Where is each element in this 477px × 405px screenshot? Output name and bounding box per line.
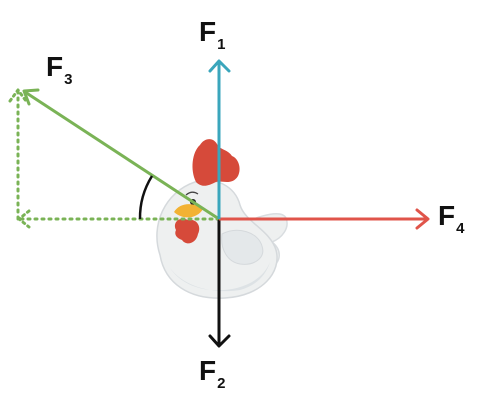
f4-label-subscript: 4 xyxy=(456,220,465,237)
f2-label: F2 xyxy=(199,355,225,392)
f3-arrow-line xyxy=(24,90,220,221)
f2-arrow xyxy=(208,219,231,348)
f3-vertical-component-head xyxy=(8,88,28,103)
f1-label: F1 xyxy=(199,16,225,53)
f1-arrow-head xyxy=(208,59,231,73)
f1-label-subscript: 1 xyxy=(217,36,226,53)
f2-label-subscript: 2 xyxy=(217,375,226,392)
f3-arrow xyxy=(22,88,220,221)
f1-arrow xyxy=(208,59,231,219)
f3-label-letter: F xyxy=(46,51,64,82)
f2-label-letter: F xyxy=(199,355,217,386)
f3-vertical-component-arrow xyxy=(8,88,28,221)
chicken-icon xyxy=(156,139,288,299)
f2-arrow-head xyxy=(208,334,231,348)
f4-arrow xyxy=(219,208,430,230)
f1-label-letter: F xyxy=(199,16,217,47)
f4-label-letter: F xyxy=(438,200,456,231)
f3-arrow-head xyxy=(22,88,40,106)
f3-label-subscript: 3 xyxy=(64,71,73,88)
f4-arrow-head xyxy=(415,208,430,230)
f3-label: F3 xyxy=(46,51,72,88)
angle-arc-icon xyxy=(138,175,154,220)
f4-label: F4 xyxy=(438,200,464,237)
